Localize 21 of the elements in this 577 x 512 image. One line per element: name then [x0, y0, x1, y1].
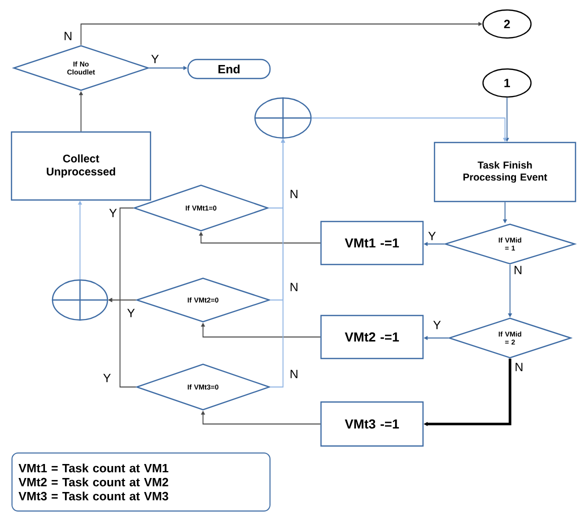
edge-label: N	[62, 30, 74, 42]
terminal-box: End	[187, 58, 271, 80]
edge-label: Y	[432, 320, 442, 330]
edge-label: N	[288, 188, 300, 200]
edge-label: Y	[150, 54, 160, 64]
edge-label: N	[288, 368, 300, 380]
edge-label: Y	[102, 372, 112, 384]
edge-label: Y	[427, 230, 437, 242]
junction-circle	[51, 278, 109, 322]
legend-box: VMt1 = Task count at VM1 VMt2 = Task count at VM2 VMt3 = Task count at VM3	[12, 452, 270, 512]
process-box: VMt1 -=1	[320, 220, 424, 266]
process-box: VMt3 -=1	[320, 401, 424, 447]
edge-label: N	[288, 282, 300, 292]
edge-label: N	[514, 362, 524, 372]
process-box: VMt2 -=1	[320, 314, 424, 360]
edge-label: N	[512, 264, 524, 276]
junction-circle	[254, 96, 312, 140]
edge-label: Y	[126, 308, 136, 318]
edge-label: Y	[108, 208, 118, 218]
process-box: Task Finish Processing Event	[434, 142, 576, 202]
process-box: Collect Unprocessed	[10, 131, 152, 201]
